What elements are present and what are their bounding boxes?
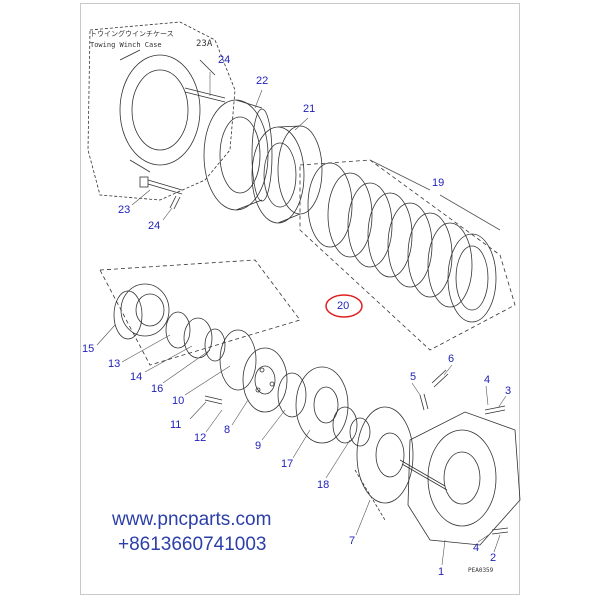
callout-10: 10 (172, 395, 185, 407)
pin-6 (431, 369, 449, 388)
callout-7: 7 (349, 535, 356, 547)
callout-19: 19 (432, 177, 445, 189)
part-15-gear-hub (99, 259, 301, 366)
highlight-20 (325, 294, 363, 318)
phone-text: +8613660741003 (118, 534, 267, 555)
bolt-24-upper (184, 87, 226, 103)
part-7-disc (354, 406, 414, 521)
callout-11: 11 (170, 419, 182, 431)
case-label-jp: トウイングウインチケース (90, 30, 174, 38)
callout-1: 1 (438, 566, 445, 578)
callout-3: 3 (505, 385, 512, 397)
bolt-11 (204, 395, 223, 405)
ring-14 (183, 317, 213, 359)
ring-10 (219, 329, 257, 391)
case-label-en: Towing Winch Case (90, 41, 162, 49)
callout-5: 5 (410, 371, 417, 383)
part-22-flange (203, 99, 273, 211)
callout-15: 15 (82, 343, 95, 355)
callout-12: 12 (194, 432, 207, 444)
bolt-3 (484, 405, 506, 415)
callout-14: 14 (130, 371, 143, 383)
ring-18b (349, 417, 371, 447)
callout-21: 21 (303, 103, 316, 115)
callout-16: 16 (151, 383, 164, 395)
ring-18a (332, 406, 358, 444)
drawing-code: PEA0359 (468, 567, 494, 574)
diagram-frame (80, 3, 520, 595)
callout-17: 17 (281, 458, 294, 470)
callout-4-bottom: 4 (473, 542, 480, 554)
bolt-24-lower (169, 195, 181, 210)
case-ref-code: 23A (196, 39, 213, 49)
ring-13 (165, 311, 191, 349)
callout-18: 18 (317, 479, 330, 491)
bolt-2 (491, 527, 509, 535)
callout-2: 2 (490, 552, 497, 564)
callout-24-bottom: 24 (148, 220, 161, 232)
callout-23: 23 (118, 204, 131, 216)
part-17-disc (295, 366, 349, 444)
part-1-housing (399, 411, 521, 546)
bolt-5 (419, 393, 429, 411)
bolt-23 (139, 176, 183, 195)
callout-24-top: 24 (218, 54, 231, 66)
callout-22: 22 (256, 75, 269, 87)
callout-9: 9 (255, 440, 262, 452)
part-19-clutch-plates (299, 159, 516, 351)
callout-4-top: 4 (484, 374, 491, 386)
callout-13: 13 (108, 358, 121, 370)
ring-9 (277, 372, 307, 418)
callout-8: 8 (224, 424, 231, 436)
part-8-carrier (242, 347, 288, 413)
website-text: www.pncparts.com (112, 509, 272, 530)
towing-winch-case (87, 21, 236, 201)
ring-16 (204, 328, 226, 362)
part-21-ring-gear (251, 125, 323, 224)
callout-6: 6 (448, 353, 455, 365)
callout-20: 20 (337, 300, 350, 312)
